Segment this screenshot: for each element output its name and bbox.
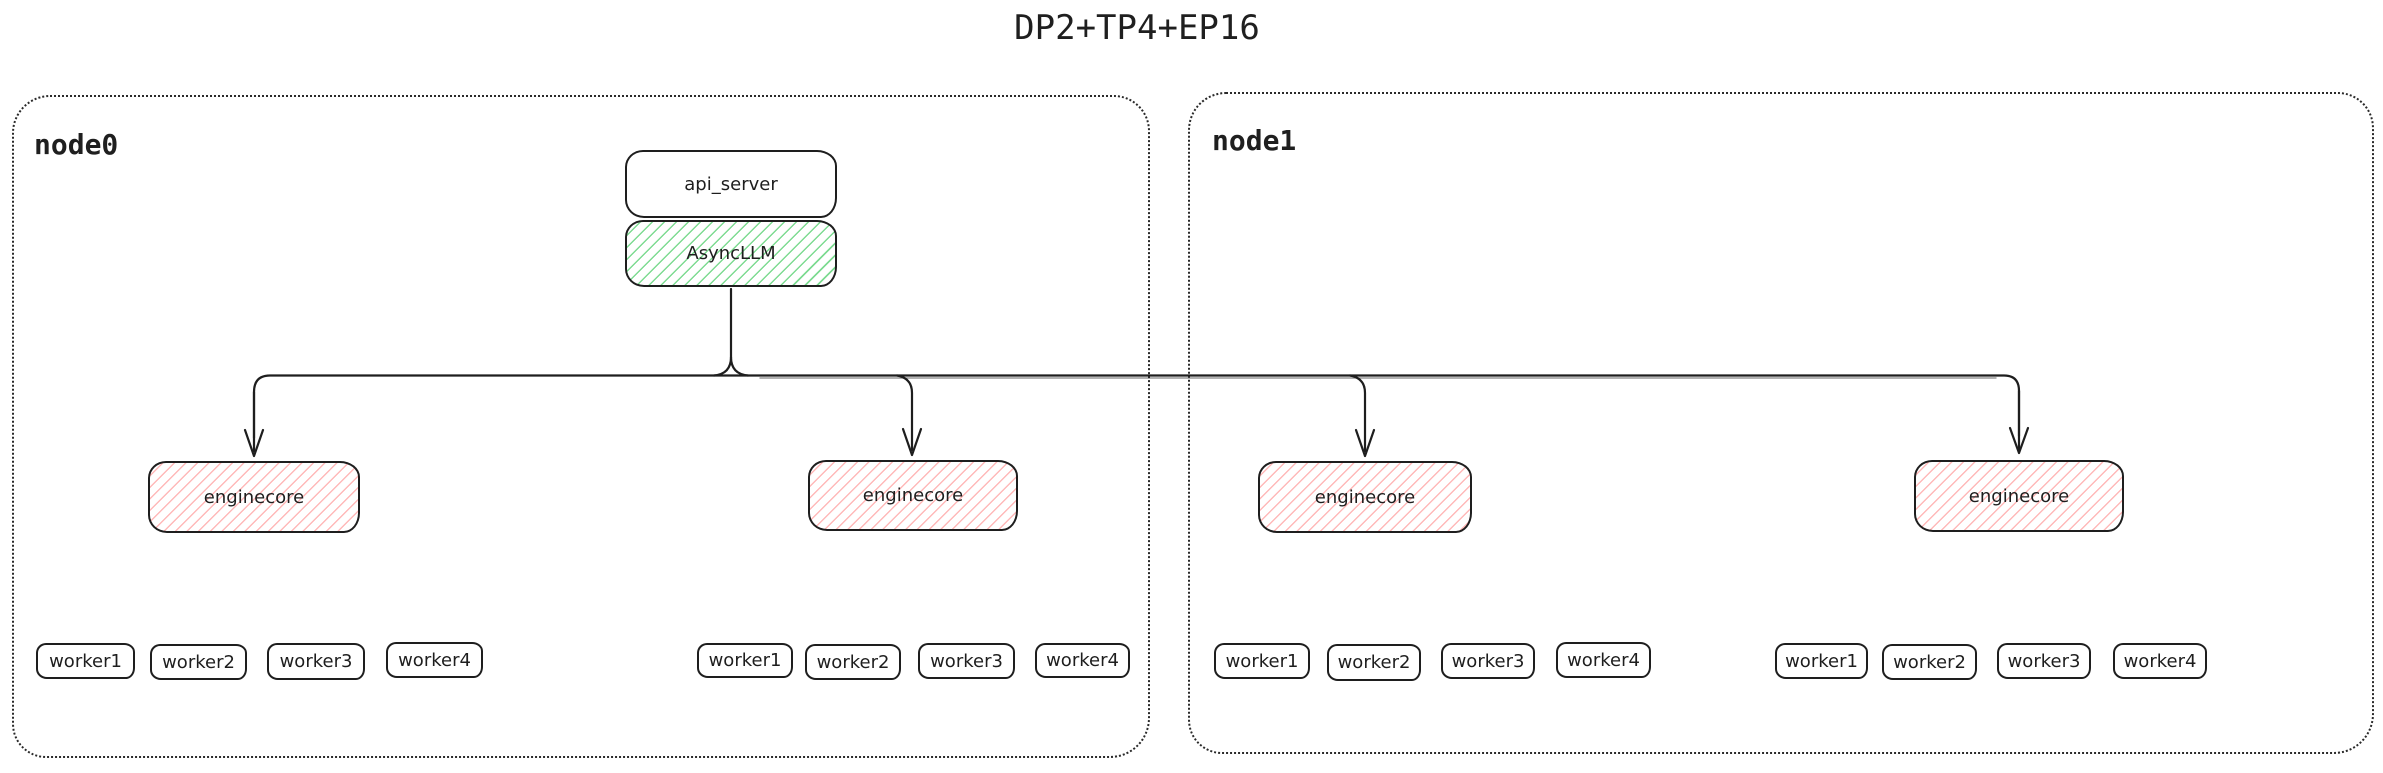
async-llm-label: AsyncLLM bbox=[686, 243, 776, 264]
worker-box: worker1 bbox=[36, 643, 135, 679]
worker-box: worker1 bbox=[1214, 643, 1310, 679]
async-llm-box: AsyncLLM bbox=[625, 220, 837, 287]
worker-box: worker1 bbox=[1775, 643, 1868, 679]
worker-box: worker3 bbox=[267, 643, 365, 680]
enginecore-box: enginecore bbox=[148, 461, 360, 533]
enginecore-label: enginecore bbox=[862, 485, 964, 506]
enginecore-box: enginecore bbox=[1258, 461, 1472, 533]
diagram-title: DP2+TP4+EP16 bbox=[1014, 8, 1260, 48]
worker-label: worker1 bbox=[49, 650, 122, 672]
api-server-box: api_server bbox=[625, 150, 837, 218]
worker-label: worker4 bbox=[1567, 649, 1640, 671]
worker-box: worker3 bbox=[1997, 643, 2091, 679]
node1-label: node1 bbox=[1212, 124, 1297, 157]
worker-box: worker2 bbox=[1327, 644, 1421, 681]
enginecore-label: enginecore bbox=[203, 486, 305, 508]
worker-box: worker4 bbox=[2113, 643, 2207, 679]
enginecore-label: enginecore bbox=[1314, 486, 1416, 508]
worker-label: worker2 bbox=[162, 651, 235, 673]
worker-label: worker1 bbox=[1225, 650, 1299, 672]
worker-box: worker4 bbox=[1035, 643, 1130, 678]
worker-label: worker1 bbox=[1785, 650, 1858, 672]
enginecore-box: enginecore bbox=[808, 460, 1018, 531]
worker-label: worker3 bbox=[2007, 650, 2081, 672]
worker-label: worker4 bbox=[2123, 650, 2197, 672]
worker-label: worker2 bbox=[1337, 652, 1411, 673]
node0-label: node0 bbox=[34, 128, 119, 161]
worker-label: worker2 bbox=[816, 651, 890, 673]
worker-box: worker2 bbox=[1882, 644, 1977, 680]
worker-label: worker4 bbox=[398, 649, 471, 671]
worker-label: worker1 bbox=[708, 650, 782, 671]
worker-box: worker3 bbox=[1441, 643, 1535, 679]
worker-label: worker3 bbox=[930, 650, 1003, 672]
enginecore-label: enginecore bbox=[1968, 485, 2070, 507]
worker-box: worker3 bbox=[918, 643, 1015, 679]
worker-label: worker3 bbox=[1451, 650, 1525, 672]
worker-box: worker2 bbox=[805, 644, 901, 680]
worker-label: worker2 bbox=[1893, 651, 1966, 673]
api-server-label: api_server bbox=[684, 173, 778, 195]
worker-box: worker1 bbox=[697, 643, 793, 678]
worker-label: worker3 bbox=[279, 651, 353, 672]
worker-label: worker4 bbox=[1046, 650, 1119, 671]
worker-box: worker2 bbox=[150, 644, 247, 680]
worker-box: worker4 bbox=[386, 642, 483, 678]
enginecore-box: enginecore bbox=[1914, 460, 2124, 532]
worker-box: worker4 bbox=[1556, 642, 1651, 678]
